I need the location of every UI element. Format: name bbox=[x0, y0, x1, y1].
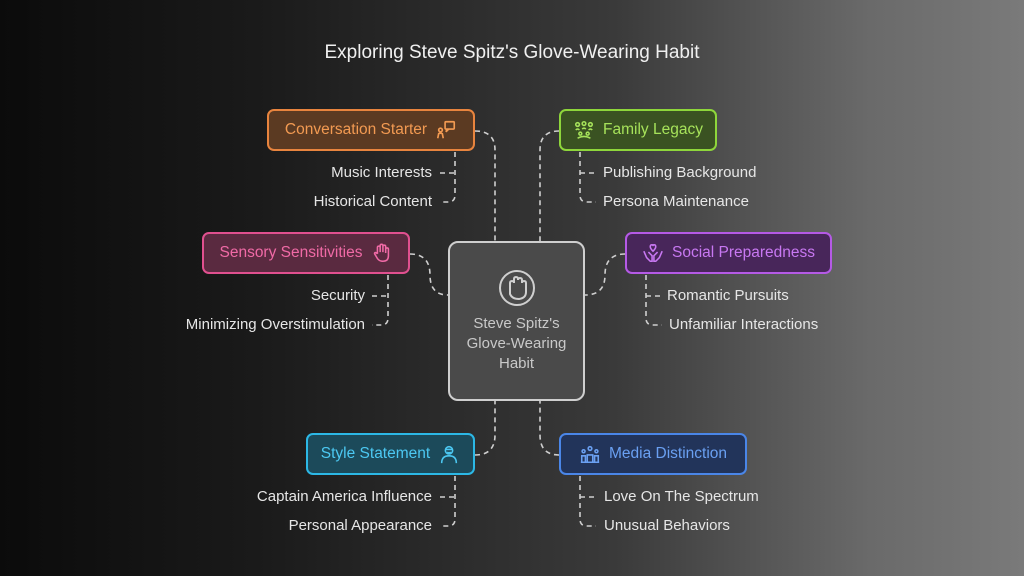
branch-label: Media Distinction bbox=[608, 445, 728, 462]
hands-heart-icon bbox=[643, 243, 663, 263]
sub-publishing-background: Publishing Background bbox=[603, 164, 757, 181]
media-icon bbox=[580, 445, 600, 464]
glove-icon bbox=[498, 270, 535, 306]
sub-music-interests: Music Interests bbox=[331, 164, 432, 181]
branch-media-distinction: Media Distinction bbox=[559, 433, 747, 475]
branch-label: Style Statement bbox=[320, 445, 431, 462]
sub-security: Security bbox=[310, 287, 365, 304]
diagram-title: Exploring Steve Spitz's Glove-Wearing Ha… bbox=[324, 42, 700, 63]
sub-unusual-behaviors: Unusual Behaviors bbox=[604, 517, 730, 534]
hand-icon bbox=[373, 243, 389, 263]
link-style bbox=[474, 401, 496, 456]
branch-label: Family Legacy bbox=[603, 121, 703, 138]
link-sensory bbox=[409, 253, 449, 296]
branch-conversation-starter: Conversation Starter bbox=[267, 109, 475, 151]
family-icon bbox=[575, 120, 594, 139]
conversation-icon bbox=[437, 120, 456, 139]
branch-sensory-sensitivities: Sensory Sensitivities bbox=[202, 232, 410, 274]
sub-unfamiliar-interactions: Unfamiliar Interactions bbox=[669, 316, 819, 333]
sub-minimizing-overstimulation: Minimizing Overstimulation bbox=[185, 316, 365, 333]
link-social bbox=[584, 253, 626, 296]
sub-captain-america-influence: Captain America Influence bbox=[256, 488, 432, 505]
center-node: Steve Spitz's Glove-Wearing Habit bbox=[448, 241, 585, 401]
link-family bbox=[539, 130, 560, 241]
branch-label: Social Preparedness bbox=[671, 244, 816, 261]
branch-social-preparedness: Social Preparedness bbox=[625, 232, 832, 274]
center-label: Steve Spitz's Glove-Wearing Habit bbox=[466, 315, 567, 372]
sub-romantic-pursuits: Romantic Pursuits bbox=[667, 287, 789, 304]
link-media bbox=[539, 401, 560, 456]
sub-love-on-the-spectrum: Love On The Spectrum bbox=[604, 488, 759, 505]
link-conversation bbox=[474, 130, 496, 241]
branch-label: Sensory Sensitivities bbox=[219, 244, 363, 261]
branch-label: Conversation Starter bbox=[284, 121, 428, 138]
sub-historical-content: Historical Content bbox=[313, 193, 432, 210]
branch-family-legacy: Family Legacy bbox=[559, 109, 717, 151]
sub-personal-appearance: Personal Appearance bbox=[288, 517, 432, 534]
sub-persona-maintenance: Persona Maintenance bbox=[603, 193, 749, 210]
person-icon bbox=[441, 445, 458, 464]
branch-style-statement: Style Statement bbox=[306, 433, 475, 475]
